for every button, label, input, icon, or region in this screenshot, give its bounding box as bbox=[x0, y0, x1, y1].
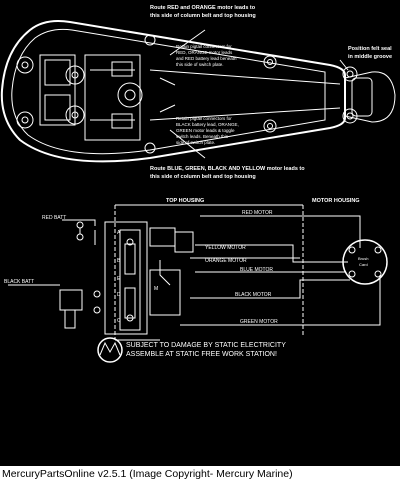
wire-red-motor-label: RED MOTOR bbox=[242, 210, 273, 216]
top-housing-outline bbox=[0, 20, 396, 163]
note-felt-seal-line1: Position felt seal bbox=[348, 46, 392, 52]
warning-line2: ASSEMBLE AT STATIC FREE WORK STATION! bbox=[126, 351, 277, 358]
static-warning-logo bbox=[97, 337, 123, 363]
terminal-m: M bbox=[154, 286, 158, 292]
wire-orange-motor-label: ORANGE MOTOR bbox=[205, 258, 247, 264]
terminal-d: D bbox=[117, 292, 121, 298]
wire-runs bbox=[8, 215, 381, 329]
top-housing-label: TOP HOUSING bbox=[166, 198, 204, 204]
motor-label-line2: Card bbox=[359, 262, 368, 267]
image-caption: MercuryPartsOnline v2.5.1 (Image Copyrig… bbox=[0, 466, 400, 483]
terminal-e: E bbox=[117, 276, 121, 282]
terminal-c: C bbox=[117, 318, 121, 324]
housing-internals bbox=[16, 34, 341, 154]
note-pigtail-black-line2: BLACK battery lead, ORANGE, bbox=[176, 122, 239, 127]
note-pigtail-red-line4: this side of switch plate. bbox=[176, 62, 224, 67]
wiring-diagram: Route RED and ORANGE motor leads to this… bbox=[0, 0, 400, 466]
wire-yellow-motor-label: YELLOW MOTOR bbox=[205, 245, 246, 251]
note-pigtail-black-line3: GREEN motor leads & toggle bbox=[176, 128, 235, 133]
note-pigtail-black-line4: switch leads. Beneath this bbox=[176, 134, 229, 139]
note-pigtail-red-line1: Retain pigtail connectors for bbox=[176, 44, 232, 49]
motor-label-line1: Brush bbox=[358, 256, 368, 261]
terminal-a: A bbox=[117, 230, 121, 236]
leader-blue-green bbox=[169, 129, 206, 159]
note-red-orange-line2: this side of column belt and top housing bbox=[150, 13, 256, 19]
terminal-b: B bbox=[117, 258, 121, 264]
note-pigtail-black-line5: side of switch plate. bbox=[176, 140, 215, 145]
note-pigtail-red-line3: and RED battery lead beneath bbox=[176, 56, 237, 61]
note-pigtail-black-line1: Retain pigtail connectors for bbox=[176, 116, 232, 121]
note-blue-green-line1: Route BLUE, GREEN, BLACK AND YELLOW moto… bbox=[150, 166, 305, 172]
motor-housing-label: MOTOR HOUSING bbox=[312, 198, 360, 204]
note-red-orange-line1: Route RED and ORANGE motor leads to bbox=[150, 5, 256, 11]
wire-blue-motor-label: BLUE MOTOR bbox=[240, 267, 273, 273]
switch-block bbox=[104, 221, 194, 335]
note-felt-seal-line2: in middle groove bbox=[348, 54, 392, 60]
motor-symbol bbox=[342, 239, 388, 285]
wire-black-motor-label: BLACK MOTOR bbox=[235, 292, 272, 298]
note-blue-green-line2: this side of column belt and top housing bbox=[150, 174, 256, 180]
warning-line1: SUBJECT TO DAMAGE BY STATIC ELECTRICITY bbox=[126, 342, 286, 349]
wire-green-motor-label: GREEN MOTOR bbox=[240, 319, 278, 325]
schematic-frame bbox=[114, 204, 304, 341]
leader-red-orange bbox=[169, 29, 206, 56]
note-pigtail-red-line2: RED, ORANGE motor leads bbox=[176, 50, 233, 55]
red-batt-label: RED BATT bbox=[42, 215, 66, 221]
leader-felt-seal bbox=[339, 59, 349, 71]
black-batt-label: BLACK BATT bbox=[4, 279, 34, 285]
